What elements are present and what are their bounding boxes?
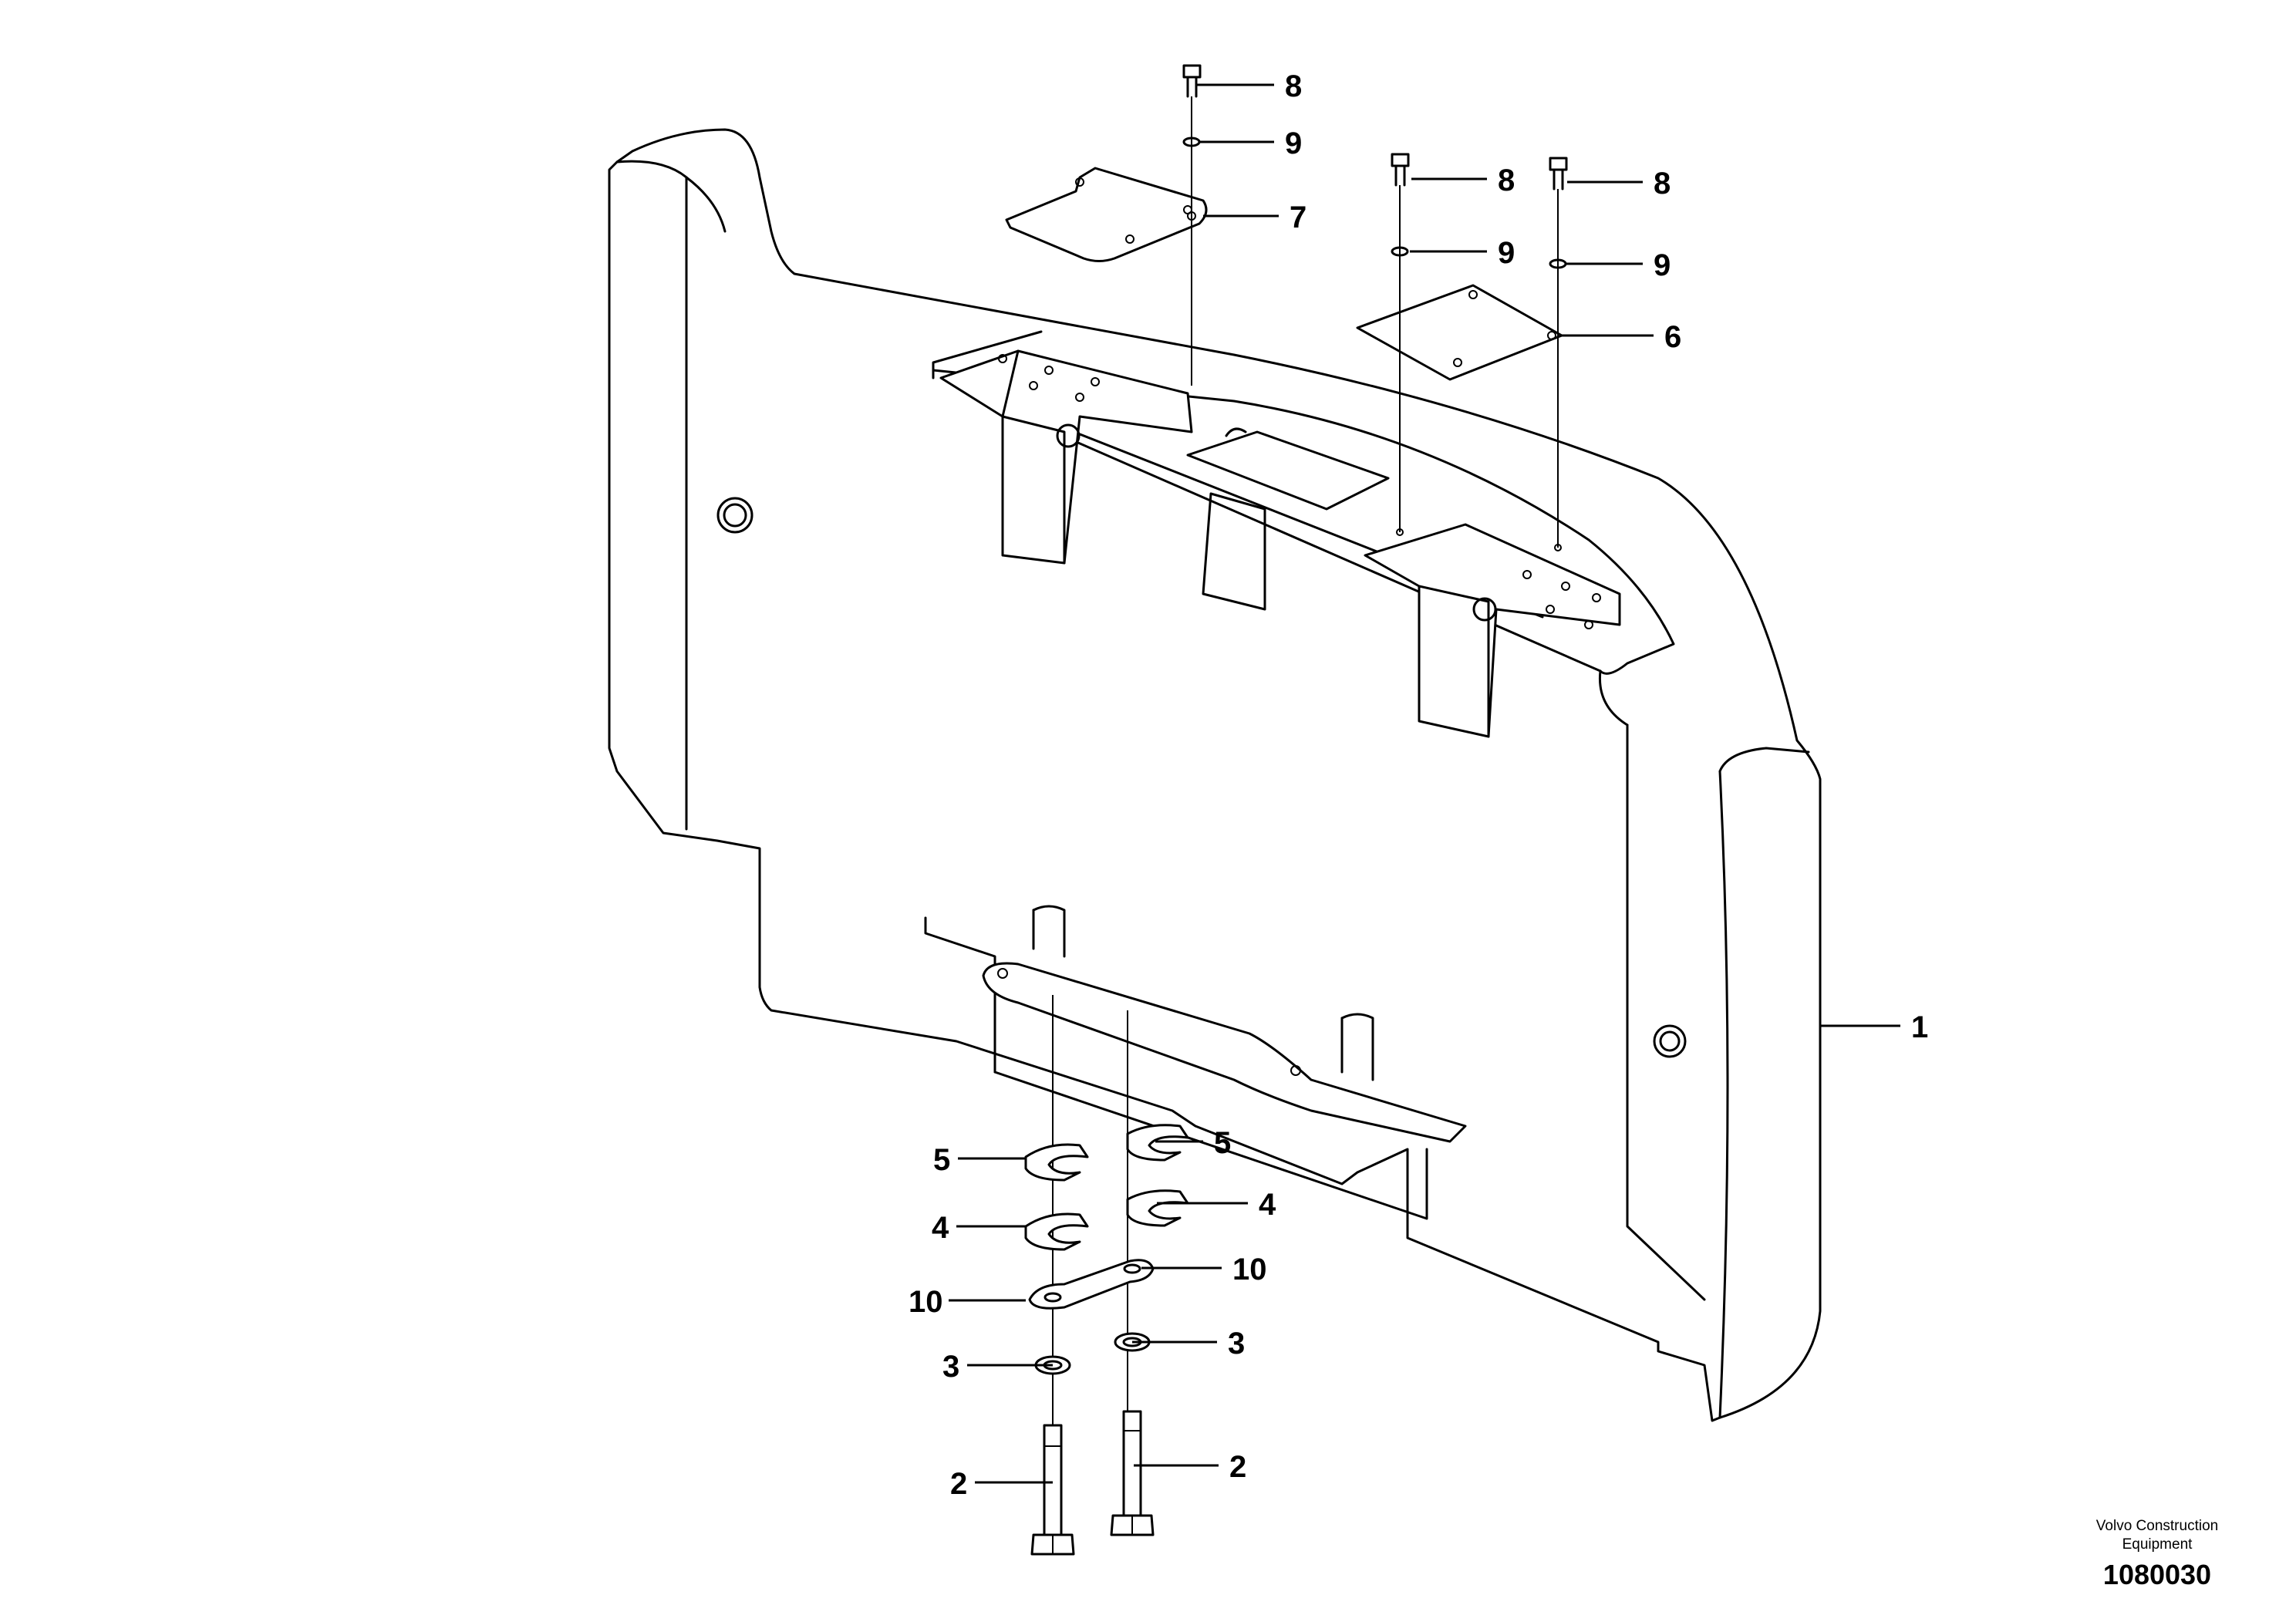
bottom-fasteners [1024,995,1189,1556]
callout-label-c3b: 3 [1228,1327,1245,1361]
callout-label-c6: 6 [1664,320,1681,354]
callout-label-c4a: 4 [932,1211,949,1245]
callout-label-c8c: 8 [1654,167,1671,201]
callout-label-c7: 7 [1290,201,1306,234]
callout-label-c8b: 8 [1498,164,1515,197]
callout-label-c1: 1 [1911,1010,1928,1044]
callout-label-c10a: 10 [909,1285,943,1319]
brand-text: Volvo Construction Equipment [2095,1518,2219,1553]
callout-label-c8a: 8 [1285,69,1302,103]
callout-label-c3a: 3 [942,1350,959,1384]
callout-label-c5a: 5 [933,1143,950,1177]
callout-label-c9b: 9 [1498,236,1515,270]
callout-label-c9a: 9 [1285,126,1302,160]
lower-mounting-channel [924,905,1467,1220]
cover-plate-6 [1356,284,1563,381]
callout-label-c10b: 10 [1232,1253,1267,1286]
callout-label-c2a: 2 [950,1467,967,1501]
right-lifting-bracket [1364,523,1621,738]
callout-label-c9c: 9 [1654,248,1671,282]
left-lifting-bracket [939,349,1193,565]
callout-label-c2b: 2 [1229,1450,1246,1484]
counterweight-body [608,128,1822,1422]
title-block: Volvo Construction Equipment 1080030 [2072,1517,2242,1591]
top-fasteners [1182,64,1568,551]
callout-label-c5b: 5 [1214,1126,1231,1160]
center-pocket [1186,427,1390,611]
callout-label-c4b: 4 [1259,1188,1276,1222]
drawing-reference-number: 1080030 [2102,1559,2212,1590]
cover-plate-7 [1005,167,1208,262]
